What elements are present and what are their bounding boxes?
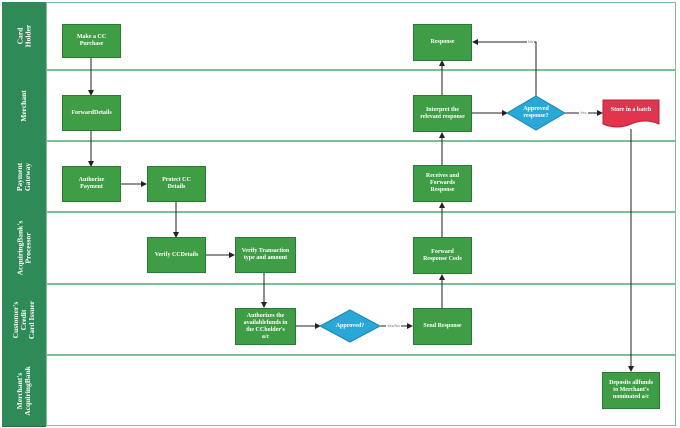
- node-receive-forward: Receives and Forwards Response: [413, 165, 472, 202]
- decision-label: Approved response?: [523, 106, 549, 119]
- node-authorize-payment: Authorize Payment: [62, 166, 121, 202]
- store-batch-shape: [602, 99, 660, 128]
- edge-label-no: No: [527, 39, 535, 44]
- approved-merchant-diamond-shape: [506, 95, 566, 131]
- node-deposit-funds: Deposits allfunds to Merchant's nominate…: [602, 372, 660, 409]
- lane-label-card-issuer: Customer's Credit Card Issuer: [2, 284, 46, 356]
- decision-approved-merchant: Approved response?: [507, 96, 565, 130]
- node-response: Response: [413, 24, 472, 61]
- lane-label-merchant-acquiring-bank: Merchant's AcquiringBank: [2, 355, 46, 427]
- lane-label-payment-gateway: Payment Gateway: [2, 141, 46, 213]
- decision-label: Approved?: [335, 322, 365, 329]
- lane-label-merchant: Merchant: [2, 70, 46, 142]
- store-in-batch: Store in a batch: [603, 100, 659, 120]
- node-interpret-response: Interpret the relevant response: [413, 95, 472, 132]
- lane-merchant: [46, 70, 676, 141]
- edge-label-yes: Yes: [579, 110, 588, 115]
- node-authorize-funds: Authorizes the availablefunds in the CCh…: [235, 308, 296, 345]
- lane-merchant-acquiring-bank: [46, 355, 676, 426]
- lane-card-holder: [46, 2, 676, 70]
- approved-issuer-diamond-shape: [318, 309, 382, 343]
- node-forward-response-code: Forward Response Code: [413, 237, 472, 274]
- node-verify-transaction: Verify Transaction type and amount: [235, 237, 296, 273]
- store-label: Store in a batch: [610, 106, 652, 113]
- node-verify-cc: Verify CCDetails: [147, 237, 206, 273]
- node-make-purchase: Make a CC Purchase: [62, 24, 121, 58]
- edge-approvedmerchant-no-to-response: [472, 39, 537, 96]
- decision-approved-issuer: Approved?: [320, 310, 380, 342]
- node-forward-details: ForwardDetails: [62, 95, 121, 131]
- node-send-response: Send Response: [413, 308, 472, 345]
- node-protect-cc: Protect CC Details: [147, 166, 206, 202]
- edge-label-yes-no: Yes/No: [386, 323, 401, 328]
